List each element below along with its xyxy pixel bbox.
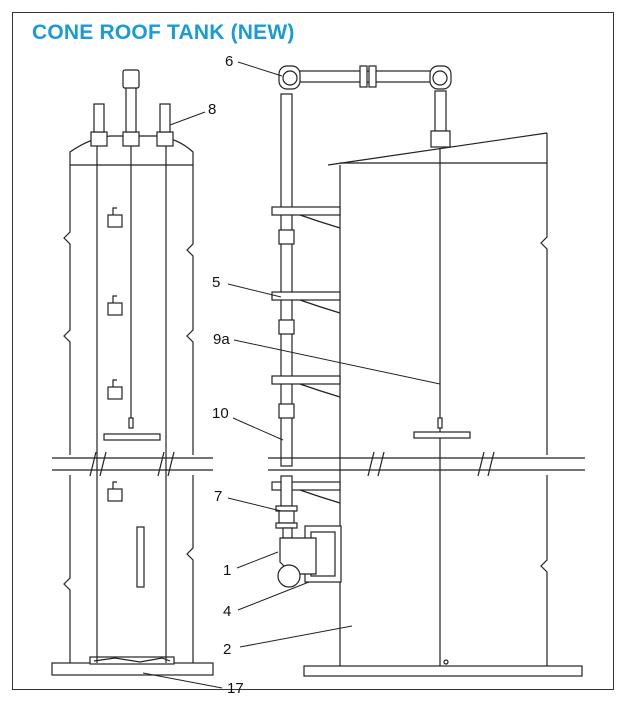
callout-5: 5 (212, 274, 220, 291)
support-bracket-4 (271, 481, 341, 504)
callout-10: 10 (212, 405, 229, 422)
callout-7: 7 (214, 488, 222, 505)
pipe-elbow-right-inner (432, 70, 448, 86)
break-band (52, 451, 585, 477)
leader-7 (227, 497, 282, 512)
riser-coupling-1 (278, 229, 295, 245)
pipe-to-gauge (282, 527, 293, 539)
left-float-weight (128, 417, 134, 429)
gauge-head-dial (277, 564, 301, 588)
left-nozzle-2 (122, 131, 140, 147)
valve-flange-bottom (275, 522, 298, 529)
callout-17: 17 (227, 680, 244, 697)
figure-title: CONE ROOF TANK (NEW) (32, 21, 295, 44)
left-nozzle-2-cap (122, 69, 140, 89)
callout-8: 8 (208, 101, 216, 118)
riser-coupling-2 (278, 319, 295, 335)
right-tank-elevation (271, 65, 583, 677)
support-bracket-1 (271, 206, 341, 229)
leader-4 (237, 581, 310, 611)
leader-5 (227, 283, 282, 298)
pipe-riser-left (280, 93, 293, 467)
figure-frame (12, 12, 614, 690)
pipe-flange-right (368, 65, 377, 88)
callout-4: 4 (223, 603, 231, 620)
left-gauge-slot (136, 526, 145, 588)
right-shell-right-wall (540, 133, 548, 666)
leader-6 (237, 61, 283, 77)
support-bracket-2 (271, 291, 341, 314)
level-sensor-2 (107, 295, 123, 316)
callout-1: 1 (223, 562, 231, 579)
leader-1 (236, 551, 279, 569)
pipe-riser-lower (280, 475, 293, 507)
leader-8 (169, 111, 206, 126)
left-nozzle-1 (90, 131, 108, 147)
pipe-elbow-left-inner (282, 70, 298, 86)
level-sensor-4 (107, 481, 123, 502)
right-bottom-anchor (443, 659, 449, 665)
left-shell-right-wall (186, 165, 194, 663)
level-sensor-3 (107, 379, 123, 400)
valve-body (278, 510, 295, 524)
left-nozzle-3-pipe (159, 103, 171, 133)
leader-2 (239, 625, 353, 648)
right-float-weight (437, 417, 443, 429)
pipe-flange-left (359, 65, 368, 88)
right-float-plate (413, 431, 471, 439)
right-cone-roof (327, 132, 548, 166)
pipe-riser-right-flange (430, 130, 451, 148)
left-float-plate (103, 433, 161, 441)
left-bottom-anchor-zigzag (93, 657, 171, 663)
callout-9a: 9a (213, 331, 230, 348)
left-nozzle-3 (156, 131, 174, 147)
level-sensor-1 (107, 207, 123, 228)
right-base-plate (303, 665, 583, 677)
left-tank-section (51, 69, 214, 676)
callout-6: 6 (225, 53, 233, 70)
left-nozzle-2-pipe (125, 85, 137, 133)
left-base-plate (51, 662, 214, 676)
riser-coupling-3 (278, 403, 295, 419)
pipe-riser-right (434, 90, 447, 132)
left-shell-left-wall (63, 165, 71, 663)
leader-9a (233, 339, 441, 385)
callout-leaders (142, 61, 441, 689)
leader-17 (142, 672, 223, 689)
support-bracket-3 (271, 375, 341, 398)
callout-2: 2 (223, 641, 231, 658)
leader-10 (232, 417, 284, 441)
left-nozzle-1-pipe (93, 103, 105, 133)
